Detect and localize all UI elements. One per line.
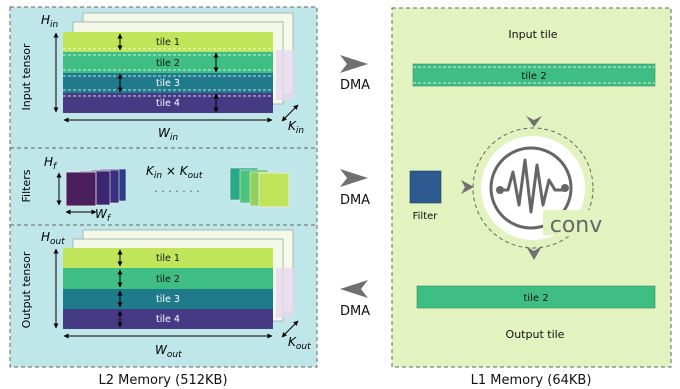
l1-memory-caption: L1 Memory (64KB)	[471, 373, 592, 388]
dma-label: DMA	[340, 193, 370, 208]
filter-width-label: Wf	[95, 207, 112, 224]
input-tile-title: Input tile	[508, 28, 557, 41]
input-height-label: Hin	[41, 13, 59, 30]
dma-label: DMA	[340, 78, 370, 93]
output-tile-2	[63, 268, 273, 289]
conv-output-arrow	[526, 246, 542, 260]
l1-filter-label: Filter	[413, 211, 439, 222]
l1-output-tile-label: tile 2	[523, 293, 548, 304]
dma-arrow-icon	[340, 169, 368, 187]
input-width-label: Win	[158, 126, 178, 143]
input-depth-label: Kin	[288, 119, 304, 136]
output-tile-title: Output tile	[506, 328, 565, 341]
conv-boundary	[472, 127, 594, 249]
output-tile-4-label: tile 4	[156, 314, 180, 325]
filter-cube	[258, 172, 290, 208]
conv-label: conv	[550, 213, 603, 238]
dma-label: DMA	[340, 304, 370, 319]
output-tile-3-label: tile 3	[156, 294, 180, 305]
output-tile-2-label: tile 2	[156, 274, 180, 285]
input-tile-4	[63, 93, 273, 113]
l1-memory-panel: Input tile tile 2 conv Filter tile 2 Out…	[391, 7, 672, 368]
output-tile-1-label: tile 1	[156, 253, 180, 264]
input-tensor: Input tensor tile 1 tile 2 tile 3 tile 4…	[20, 12, 304, 143]
output-tile-1	[63, 248, 273, 268]
input-tile-3	[63, 73, 273, 93]
input-tensor-label: Input tensor	[20, 43, 33, 110]
input-tile-1-label: tile 1	[156, 37, 180, 48]
l1-output-tile	[416, 285, 656, 309]
input-tile-1	[63, 32, 273, 52]
output-height-label: Hout	[41, 230, 65, 247]
l1-input-tile	[412, 63, 656, 87]
output-width-label: Wout	[155, 343, 182, 360]
dma-transfers: DMA DMA DMA	[340, 55, 370, 319]
output-tile-4	[63, 309, 273, 329]
conv-waveform-icon	[489, 146, 609, 235]
input-tile-2	[63, 52, 273, 73]
conv-input-arrow	[526, 116, 542, 127]
dma-arrow-icon	[340, 280, 368, 298]
l2-memory-caption: L2 Memory (512KB)	[98, 373, 227, 388]
output-tensor-label: Output tensor	[20, 251, 33, 328]
input-tile-2-label: tile 2	[156, 58, 180, 69]
dma-arrow-icon	[340, 55, 368, 73]
l1-filter-cube	[409, 170, 442, 204]
filters-ellipsis: · · · · · · ·	[154, 185, 199, 198]
filter-height-label: Hf	[44, 155, 58, 172]
filter-count-label: Kin × Kout	[146, 164, 203, 181]
output-tile-3	[63, 289, 273, 309]
input-depth-arrow	[281, 104, 299, 122]
filters-section: Filters · · · · · · · Kin × Kout Hf Wf	[20, 155, 290, 224]
input-tile-4-label: tile 4	[156, 98, 180, 109]
input-depth-shade	[276, 50, 294, 100]
filters-label: Filters	[20, 169, 33, 202]
conv-filter-arrow	[461, 180, 474, 194]
output-tensor: Output tensor tile 1 tile 2 tile 3 tile …	[20, 229, 311, 360]
output-depth-shade	[276, 268, 294, 318]
l1-input-tile-label: tile 2	[521, 71, 546, 82]
input-tile-3-label: tile 3	[156, 78, 180, 89]
output-depth-label: Kout	[288, 335, 311, 352]
output-depth-arrow	[281, 320, 299, 338]
filter-cube	[65, 171, 97, 207]
